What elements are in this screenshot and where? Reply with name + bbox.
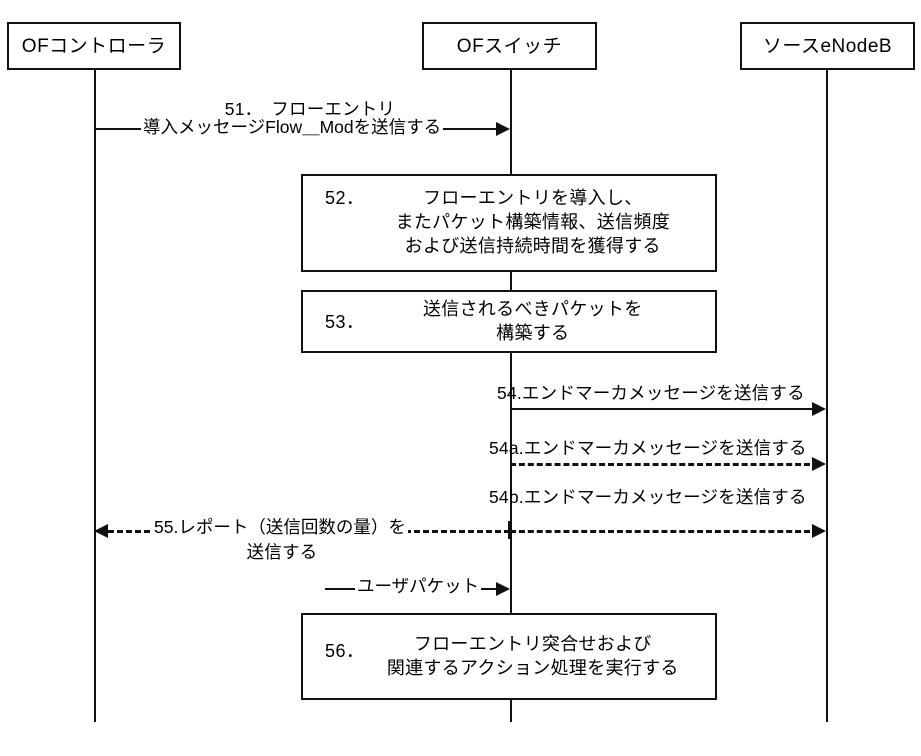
message-55-label-line2: 送信する [246, 542, 318, 562]
participant-label-of-controller: OFコントローラ [21, 35, 167, 57]
process-box-56-line1: フローエントリ突合せおよび [413, 633, 652, 654]
message-54a-line [510, 463, 810, 466]
message-51-arrowhead [496, 122, 510, 136]
participant-label-source-enodeb: ソースeNodeB [762, 35, 893, 57]
message-54-label-line1: 54.エンドマーカメッセージを送信する [497, 383, 805, 403]
process-box-52-line1: フローエントリを導入し、 [422, 188, 643, 209]
participant-of-controller[interactable]: OFコントローラ [7, 22, 181, 70]
message-54-line [510, 408, 812, 410]
process-box-52-text: フローエントリを導入し、 またパケット構築情報、送信頻度 および送信持続時間を獲… [365, 187, 715, 258]
process-box-52-line3: および送信持続時間を獲得する [404, 235, 661, 256]
message-55-label-line1: 55.レポート（送信回数の量）を [152, 517, 408, 537]
process-box-53[interactable]: 53． 送信されるべきパケットを 構築する [301, 290, 717, 353]
lifeline-of-switch [510, 70, 512, 722]
message-51-label-line1: 51． フローエントリ [224, 99, 396, 119]
process-box-53-text: 送信されるべきパケットを 構築する [365, 298, 715, 346]
lifeline-source-enodeb [826, 70, 828, 722]
participant-label-of-switch: OFスイッチ [456, 35, 563, 57]
process-box-52-line2: またパケット構築情報、送信頻度 [395, 212, 671, 233]
participant-source-enodeb[interactable]: ソースeNodeB [740, 22, 915, 70]
message-54-source-tick [510, 399, 512, 417]
lifeline-of-controller [94, 70, 96, 722]
message-54b-label: 54b.エンドマーカメッセージを送信する [489, 486, 807, 509]
message-user-packet-arrowhead [496, 582, 510, 596]
message-54b-label-line1: 54b.エンドマーカメッセージを送信する [489, 487, 807, 507]
message-54a-source-tick [510, 454, 512, 472]
message-user-packet-label: ユーザパケット [355, 576, 482, 596]
process-box-56[interactable]: 56． フローエントリ突合せおよび 関連するアクション処理を実行する [301, 613, 717, 700]
process-box-52[interactable]: 52． フローエントリを導入し、 またパケット構築情報、送信頻度 および送信持続… [301, 174, 717, 272]
message-55-arrowhead [94, 524, 108, 538]
message-54a-label-line1: 54a.エンドマーカメッセージを送信する [489, 438, 807, 458]
process-box-52-number: 52． [325, 188, 365, 208]
message-55-label-line2-wrap: 送信する [152, 541, 412, 564]
message-54b-source-tick [510, 521, 512, 539]
message-54a-arrowhead [812, 457, 826, 471]
message-51-label-line2: 導入メッセージFlow＿Modを送信する [141, 117, 444, 137]
process-box-53-line2: 構築する [496, 322, 570, 343]
message-51-label: 51． フローエントリ [140, 98, 480, 121]
message-54-arrowhead [812, 402, 826, 416]
participant-of-switch[interactable]: OFスイッチ [422, 22, 597, 70]
process-box-56-text: フローエントリ突合せおよび 関連するアクション処理を実行する [365, 633, 715, 681]
message-51-source-tick [94, 119, 96, 137]
process-box-53-number: 53． [325, 312, 365, 332]
message-54b-arrowhead [812, 524, 826, 538]
message-54b-line [510, 530, 810, 533]
process-box-56-number: 56． [325, 641, 365, 661]
process-box-53-line1: 送信されるべきパケットを [422, 298, 643, 319]
message-54a-label: 54a.エンドマーカメッセージを送信する [489, 437, 807, 460]
message-55-source-tick [508, 521, 510, 539]
process-box-56-line2: 関連するアクション処理を実行する [386, 657, 679, 678]
message-54-label: 54.エンドマーカメッセージを送信する [497, 382, 805, 405]
